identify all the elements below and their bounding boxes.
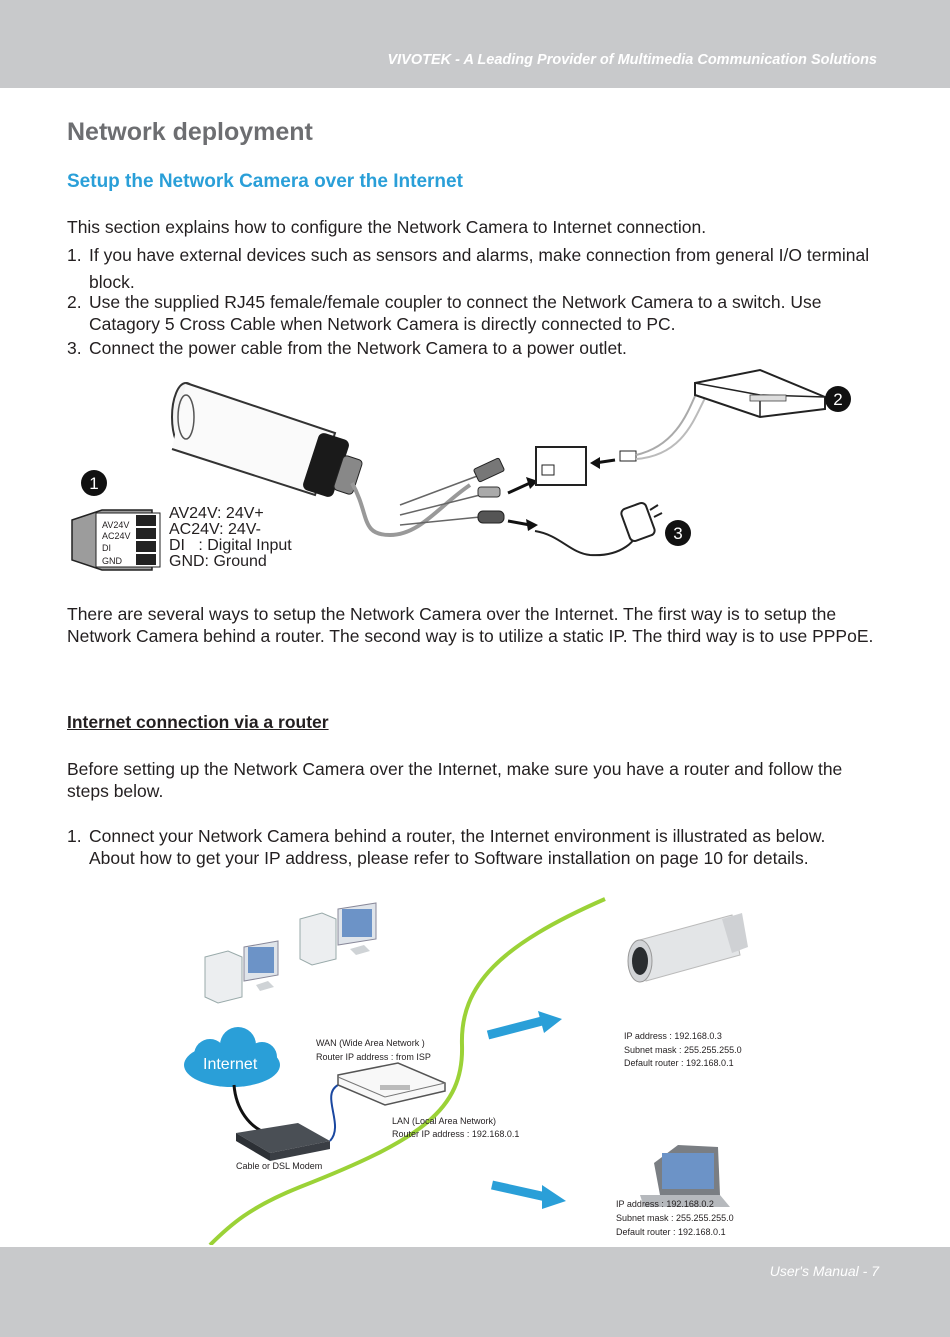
connection-diagram: 1 2 3 AV24V AC24V DI GND AV24V: 24V+ AC2… [60, 365, 880, 590]
camera-default-router: Default router : 192.168.0.1 [624, 1058, 734, 1068]
header-tagline: VIVOTEK - A Leading Provider of Multimed… [387, 52, 877, 68]
list-item: 1. Connect your Network Camera behind a … [67, 825, 882, 869]
modem-label: Cable or DSL Modem [236, 1161, 323, 1171]
pc-subnet-mask: Subnet mask : 255.255.255.0 [616, 1213, 734, 1223]
badge-1 [81, 470, 107, 496]
wan-lan-boundary-line [208, 897, 606, 1247]
badge-2-number: 2 [833, 390, 843, 409]
list-item-text: Connect your Network Camera behind a rou… [89, 826, 826, 868]
camera-ip-address: IP address : 192.168.0.3 [624, 1031, 722, 1041]
terminal-label: DI [102, 543, 111, 553]
badge-2 [825, 386, 851, 412]
terminal-block-illustration [71, 509, 161, 571]
lan-label: LAN (Local Area Network) [392, 1116, 497, 1126]
internet-cloud-icon [184, 1027, 280, 1087]
page-number: User's Manual - 7 [769, 1263, 879, 1279]
ip-camera-icon [627, 913, 748, 983]
modem-icon [236, 1123, 330, 1161]
router-intro-paragraph: Before setting up the Network Camera ove… [67, 759, 843, 801]
list-item-number: 1. [67, 826, 82, 846]
terminal-legend: AV24V: 24V+ [169, 505, 264, 522]
list-item-text: If you have external devices such as sen… [89, 245, 870, 292]
terminal-label: GND [102, 556, 122, 566]
badge-3-number: 3 [673, 524, 683, 543]
wan-label: WAN (Wide Area Network ) [316, 1038, 425, 1048]
section-subtitle: Setup the Network Camera over the Intern… [67, 171, 463, 192]
network-topology-illustration [184, 897, 748, 1247]
camera-subnet-mask: Subnet mask : 255.255.255.0 [624, 1045, 742, 1055]
arrow-to-camera [486, 1016, 544, 1040]
list-item-number: 3. [67, 338, 82, 358]
terminal-legend: GND: Ground [169, 553, 267, 570]
list-item-number: 2. [67, 292, 82, 312]
terminal-label: AV24V [102, 520, 130, 530]
ways-paragraph: There are several ways to setup the Netw… [67, 604, 874, 646]
switch-illustration [694, 368, 826, 419]
network-topology-diagram: Internet WAN (Wide Area Network ) Router… [170, 895, 790, 1247]
list-item-text: Connect the power cable from the Network… [89, 338, 627, 358]
network-camera-illustration [171, 382, 472, 538]
pc-ip-address: IP address : 192.168.0.2 [616, 1199, 714, 1209]
pc-default-router: Default router : 192.168.0.1 [616, 1227, 726, 1237]
router-section-heading: Internet connection via a router [67, 712, 329, 732]
desktop-pc-icon [204, 940, 279, 1004]
terminal-label: AC24V [102, 531, 131, 541]
internet-label: Internet [203, 1056, 258, 1073]
list-item-number: 1. [67, 245, 82, 265]
terminal-legend: DI : Digital Input [169, 537, 292, 554]
header-bar: VIVOTEK - A Leading Provider of Multimed… [0, 0, 950, 88]
list-item: 3. Connect the power cable from the Netw… [67, 337, 882, 359]
list-item: 1. If you have external devices such as … [67, 242, 882, 296]
desktop-pc-icon [299, 902, 377, 966]
connection-diagram-illustration [71, 368, 851, 571]
terminal-legend: AC24V: 24V- [169, 521, 261, 538]
lan-router-ip: Router IP address : 192.168.0.1 [392, 1129, 520, 1139]
list-item: 2. Use the supplied RJ45 female/female c… [67, 291, 882, 335]
page-title: Network deployment [67, 118, 313, 146]
footer-bar: User's Manual - 7 [0, 1247, 950, 1337]
laptop-icon [640, 1145, 730, 1207]
list-item-text: Use the supplied RJ45 female/female coup… [89, 292, 822, 334]
arrow-to-laptop [491, 1180, 547, 1202]
intro-paragraph: This section explains how to configure t… [67, 217, 707, 237]
wan-router-ip: Router IP address : from ISP [316, 1052, 431, 1062]
badge-3 [665, 520, 691, 546]
router-icon [337, 1062, 446, 1106]
badge-1-number: 1 [89, 474, 99, 493]
